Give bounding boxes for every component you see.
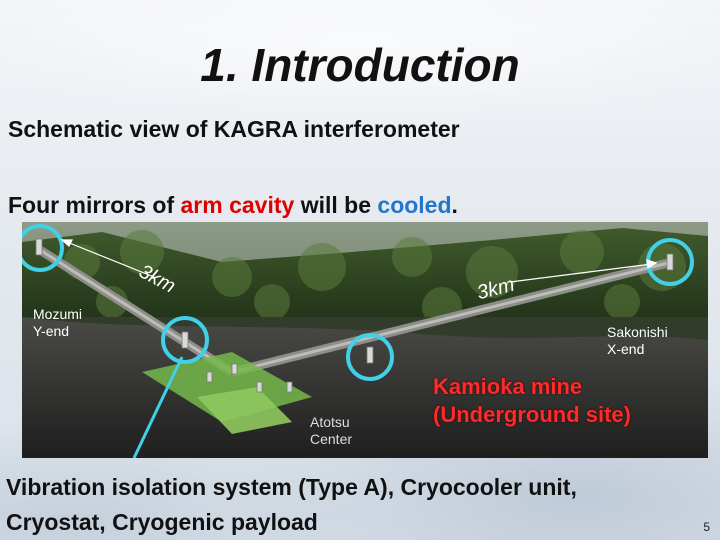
arm-length-arrows [60, 239, 658, 283]
page-title: 1. Introduction [200, 39, 520, 91]
atotsu-label-line1: Atotsu [310, 414, 350, 430]
mozumi-label: Mozumi Y-end [33, 306, 82, 340]
y-arm-beam [39, 248, 233, 374]
kamioka-mine-line2: (Underground site) [433, 402, 631, 427]
bottom-caption: Vibration isolation system (Type A), Cry… [6, 470, 577, 540]
sakonishi-label-line2: X-end [607, 341, 645, 357]
rock-surface-edge [22, 317, 708, 340]
kagra-schematic-image [22, 222, 708, 458]
sakonishi-label-line1: Sakonishi [607, 324, 668, 340]
cooled-text: cooled [377, 192, 452, 218]
front-mirror-y-circle [161, 316, 209, 364]
kamioka-mine-line1: Kamioka mine [433, 374, 583, 399]
mozumi-label-line1: Mozumi [33, 306, 83, 322]
forest-texture [64, 230, 686, 327]
front-mirror-x-circle [346, 333, 394, 381]
mountain-surface [22, 228, 708, 342]
x-arm-beam [231, 260, 673, 374]
atotsu-label-line2: Center [310, 431, 353, 447]
kagra-schematic-svg [22, 222, 708, 458]
mirrors-sentence-prefix: Four mirrors of [8, 192, 181, 218]
center-cavern-floor [197, 387, 292, 434]
atotsu-label: Atotsu Center [310, 414, 352, 448]
subtitle: Schematic view of KAGRA interferometer [8, 116, 460, 142]
arm-cavity-text: arm cavity [180, 192, 295, 218]
mirrors-sentence-mid: will be [294, 192, 378, 218]
mozumi-mirror-circle [22, 224, 64, 272]
kamioka-mine-label: Kamioka mine (Underground site) [433, 373, 631, 429]
mirrors-sentence: Four mirrors of arm cavity will be coole… [8, 192, 458, 219]
equipment-towers [35, 238, 674, 393]
bottom-caption-line1: Vibration isolation system (Type A), Cry… [6, 474, 577, 500]
pointer-arrow [132, 356, 184, 458]
sakonishi-label: Sakonishi X-end [607, 324, 668, 358]
mozumi-label-line2: Y-end [33, 323, 70, 339]
mirrors-sentence-end: . [451, 192, 458, 218]
bottom-caption-line2: Cryostat, Cryogenic payload [6, 509, 318, 535]
page-number: 5 [703, 520, 710, 534]
